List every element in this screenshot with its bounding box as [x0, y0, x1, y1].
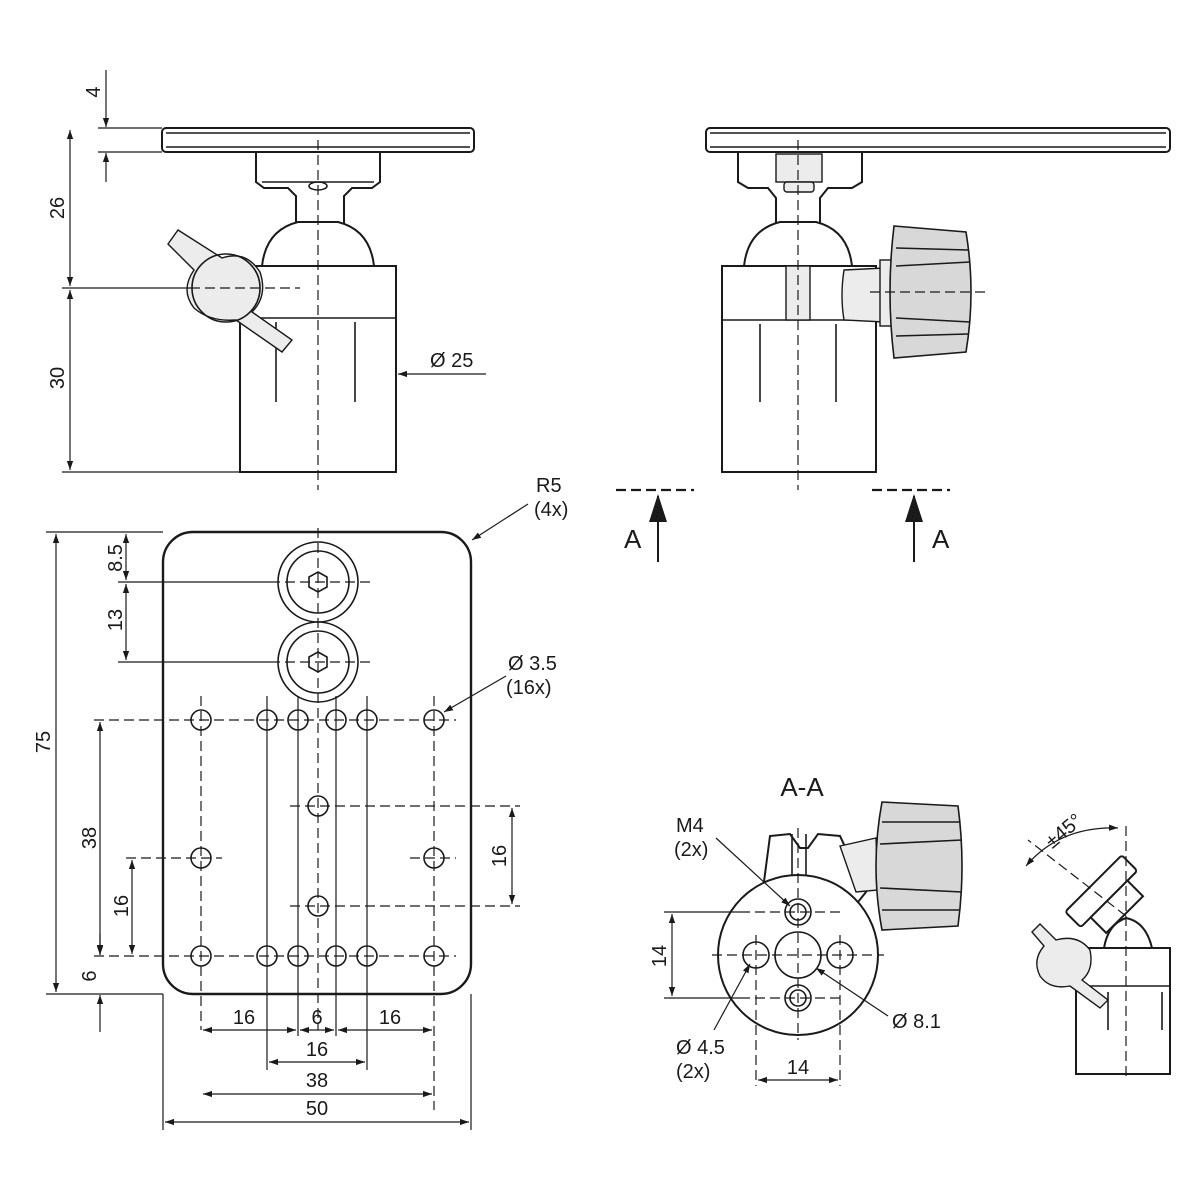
tilt-view: ±45°	[1025, 810, 1171, 1080]
dim-horizontal: 14	[787, 1057, 809, 1079]
dim-overall-width: 50	[306, 1098, 328, 1120]
dim-ball-height: 26	[47, 197, 69, 219]
dim-clamp-height: 30	[47, 367, 69, 389]
hole-qty-section: (2x)	[676, 1061, 710, 1083]
dim-screw-spacing: 13	[105, 609, 127, 631]
dim-overall-height: 75	[33, 731, 55, 753]
front-view: 4 26 30 Ø 25	[47, 70, 486, 490]
dim-diameter: Ø 25	[430, 350, 473, 372]
corner-radius-qty: (4x)	[534, 499, 568, 521]
dim-vertical: 14	[649, 945, 671, 967]
dim-bottom-left: 16	[233, 1007, 255, 1029]
section-title: A-A	[780, 772, 824, 802]
dim-bottom-center: 6	[311, 1007, 322, 1029]
thread-label: M4	[676, 815, 704, 837]
section-view: A-A M4 (2x) 14	[649, 772, 963, 1086]
dim-center-hole-spacing: 16	[489, 845, 511, 867]
hole-qty: (16x)	[506, 677, 552, 699]
bore-diameter: Ø 8.1	[892, 1011, 941, 1033]
dim-bottom-margin: 6	[79, 970, 101, 981]
dim-bottom-right: 16	[379, 1007, 401, 1029]
dim-mid-offset: 16	[111, 895, 133, 917]
dim-inner: 16	[306, 1039, 328, 1061]
hole-diameter-section: Ø 4.5	[676, 1037, 725, 1059]
section-letter-right: A	[932, 524, 950, 554]
section-marker: A A	[616, 488, 950, 562]
dim-row-spacing: 38	[79, 827, 101, 849]
corner-radius: R5	[536, 475, 562, 497]
top-view: R5 (4x) Ø 3.5 (16x) 75 8.5 13 38 16 6 16	[33, 475, 568, 1130]
dim-hole-span: 38	[306, 1070, 328, 1092]
section-letter-left: A	[624, 524, 642, 554]
side-view	[705, 127, 1171, 490]
thread-qty: (2x)	[674, 839, 708, 861]
hole-diameter: Ø 3.5	[508, 653, 557, 675]
dim-top-offset: 8.5	[105, 544, 127, 572]
dim-plate-thickness: 4	[83, 86, 105, 97]
